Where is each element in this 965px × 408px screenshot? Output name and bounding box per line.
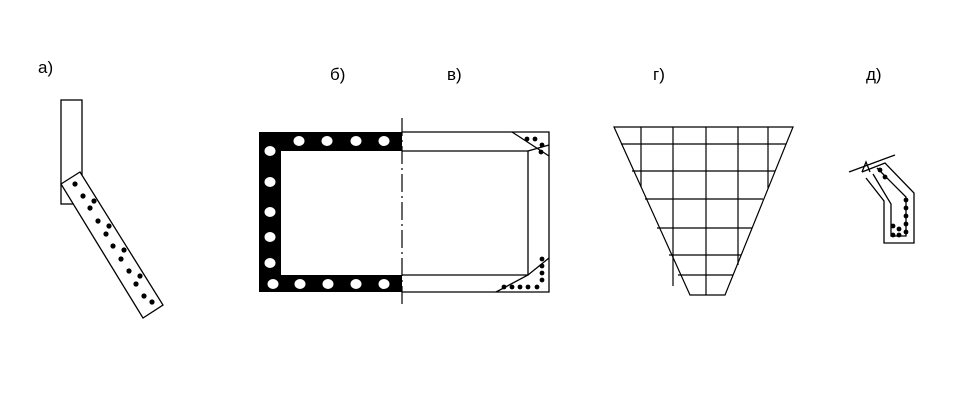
figure-b-solid-frame [259,132,402,292]
figure-v-rebar-dots [501,136,545,290]
figure-d-section-line [848,154,896,173]
figure-a-rebar-dots [72,181,155,305]
figure-b [259,132,402,292]
figure-d-rebar-dots [877,167,909,238]
label-g: г) [653,65,665,84]
figure-d-inner-stirrup [872,167,907,237]
figure-v-top-corner-link [527,144,550,152]
figure-v-outer-frame [402,131,550,293]
figure-a-vertical-post [60,99,83,205]
figure-b-holes [264,136,390,289]
figure-d-outer-outline [861,162,915,244]
label-a: а) [38,58,54,77]
label-b: б) [330,65,346,84]
figure-d-break-mark [861,160,871,173]
figure-g [613,126,794,296]
label-d: д) [866,65,882,84]
label-v: в) [447,65,462,84]
figure-v-inner-frame [402,150,529,276]
figure-v [402,131,550,293]
figure-a [60,99,164,319]
figure-d [848,154,915,244]
figure-g-trapezoid [613,126,794,296]
